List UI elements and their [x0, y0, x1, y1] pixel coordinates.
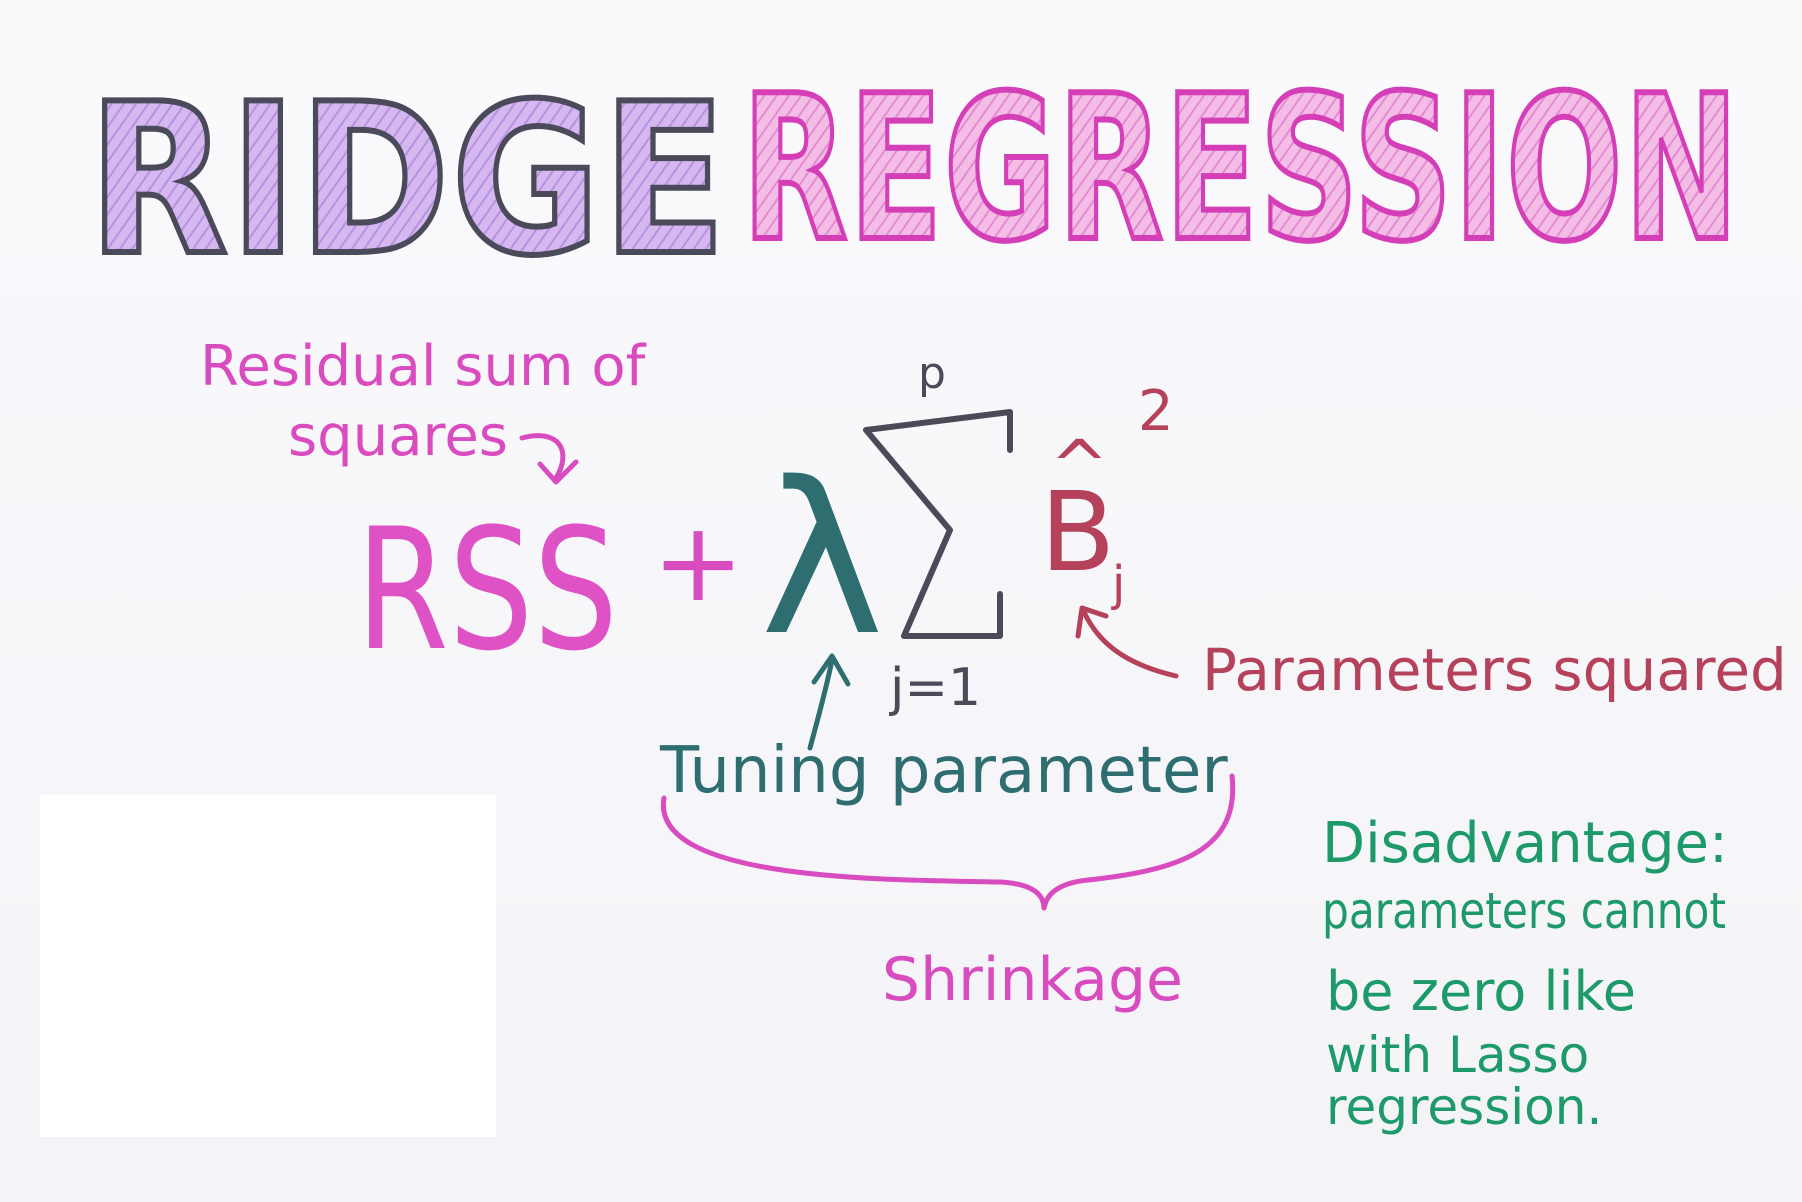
blank-panel [40, 795, 496, 1137]
rss-pointer-arrow [519, 433, 579, 485]
beta-coefficient: B [1040, 468, 1115, 596]
shrinkage-brace [661, 773, 1236, 911]
sigma-symbol [863, 409, 1013, 639]
tuning-parameter-label: Tuning parameter [659, 734, 1228, 808]
disadvantage-line4: with Lasso [1326, 1026, 1589, 1084]
disadvantage-line1: Disadvantage: [1322, 811, 1728, 876]
rss-description-line1: Residual sum of [200, 334, 647, 399]
disadvantage-line5: regression. [1326, 1078, 1602, 1136]
sigma-upper-limit: p [918, 348, 946, 399]
sigma-lower-limit: j=1 [889, 658, 981, 718]
parameters-pointer-arrow [1075, 605, 1179, 679]
rss-description-line2: squares [288, 404, 508, 469]
title-ridge: RIDGE [88, 60, 728, 302]
beta-subscript: j [1111, 556, 1125, 612]
plus-sign: + [652, 498, 744, 626]
disadvantage-line2: parameters cannot [1322, 882, 1726, 940]
shrinkage-label: Shrinkage [882, 945, 1183, 1015]
lambda-symbol: λ [760, 437, 884, 682]
disadvantage-line3: be zero like [1326, 960, 1636, 1023]
beta-exponent: 2 [1138, 379, 1174, 444]
title-regression: REGRESSION [742, 53, 1740, 286]
tuning-pointer-arrow [807, 653, 851, 751]
rss-term: RSS [356, 492, 618, 688]
parameters-squared-label: Parameters squared [1202, 636, 1787, 704]
beta-hat-mark: ^ [1050, 425, 1109, 507]
